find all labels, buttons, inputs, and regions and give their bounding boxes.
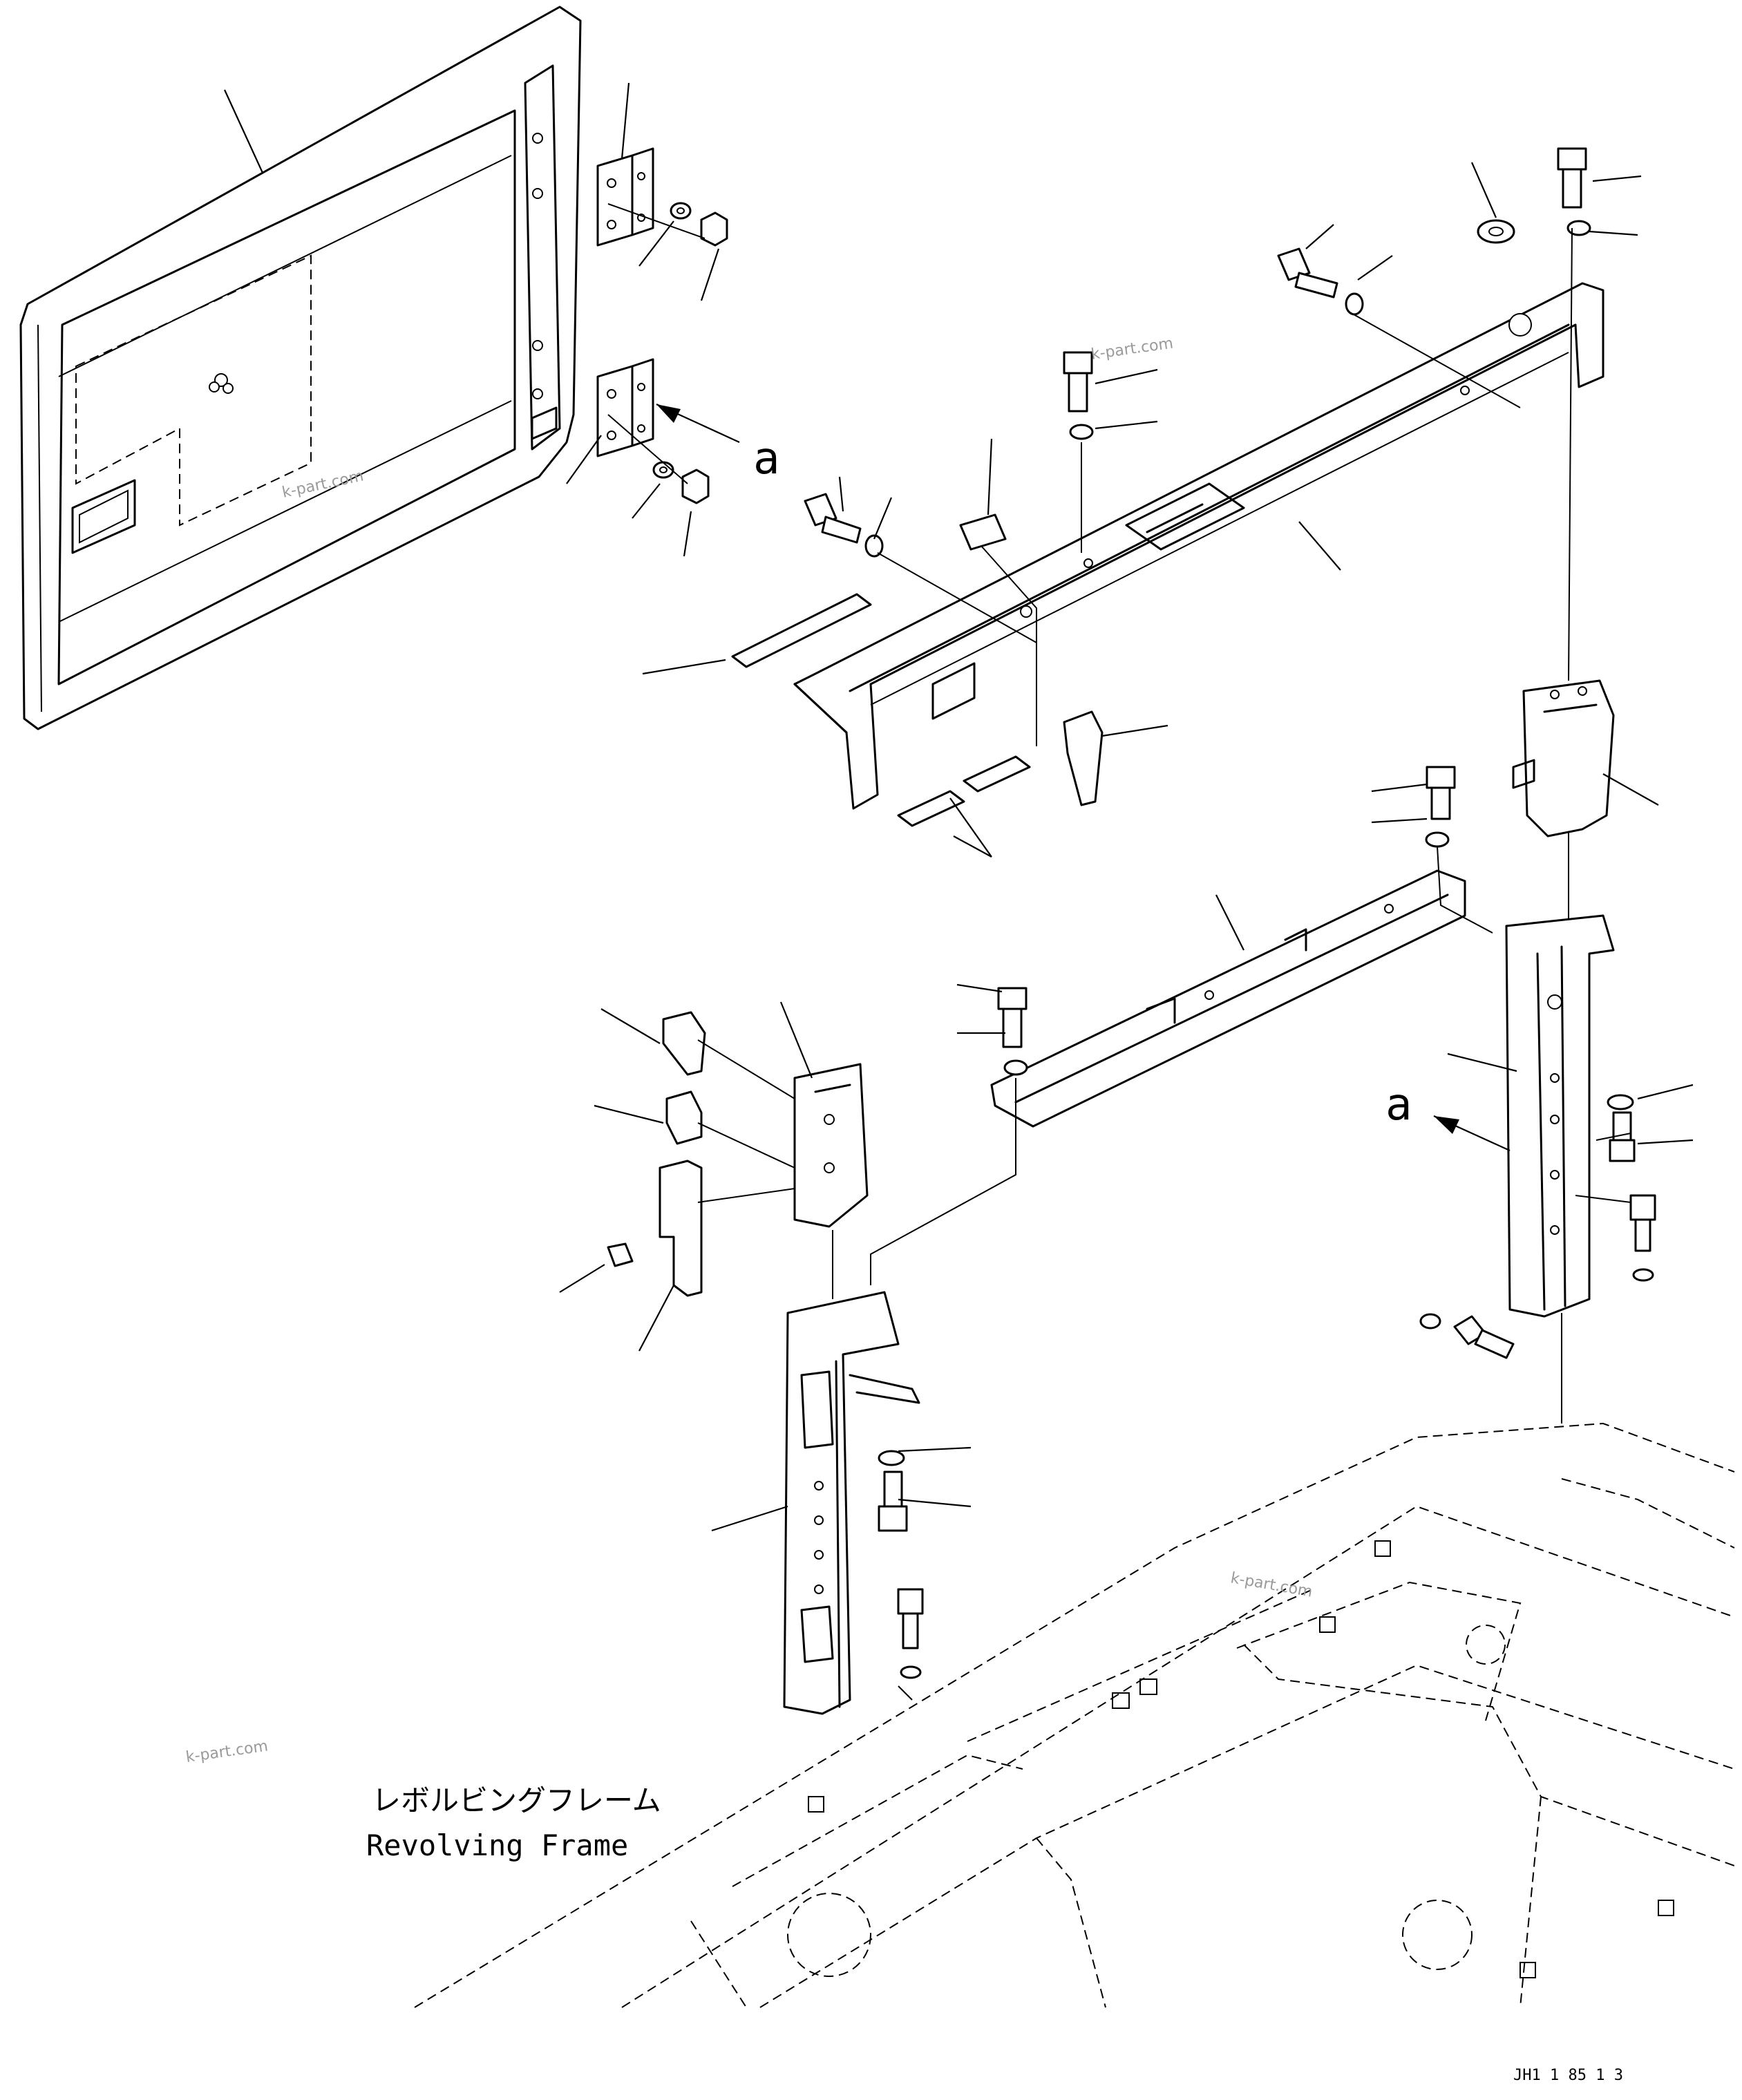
post-right [1419,914,1656,1359]
watermark: k-part.com [1229,1569,1314,1600]
beam-bolts [804,147,1591,558]
upper-cross-beam [793,282,1604,810]
watermark: k-part.com [1090,335,1174,363]
middle-cross-member [990,766,1466,1128]
hinge-washers-nuts [652,202,728,504]
watermark: k-part.com [184,1738,269,1766]
door-panel [19,6,582,730]
drawing-code: JH1 1 85 1 3 [1513,2067,1623,2084]
view-a-label-lower: a [1385,1079,1412,1131]
view-a-arrow-lower [1433,1115,1511,1152]
revolving-frame-label-jp: レボルビングフレーム [372,1784,661,1817]
view-a-label-upper: a [753,433,780,484]
revolving-frame-phantom [414,1422,1735,2008]
view-a-arrow-upper [656,404,740,443]
seal-blocks [731,513,1104,827]
post-left [783,1291,924,1715]
door-hinge-lower [596,358,654,457]
bracket-upper-right [1512,679,1615,838]
assembly-lines [607,203,1631,1701]
revolving-frame-label-en: Revolving Frame [366,1828,628,1862]
bracket-left [607,1011,869,1297]
leader-lines [224,82,1694,1532]
door-hinge-upper [596,147,654,247]
